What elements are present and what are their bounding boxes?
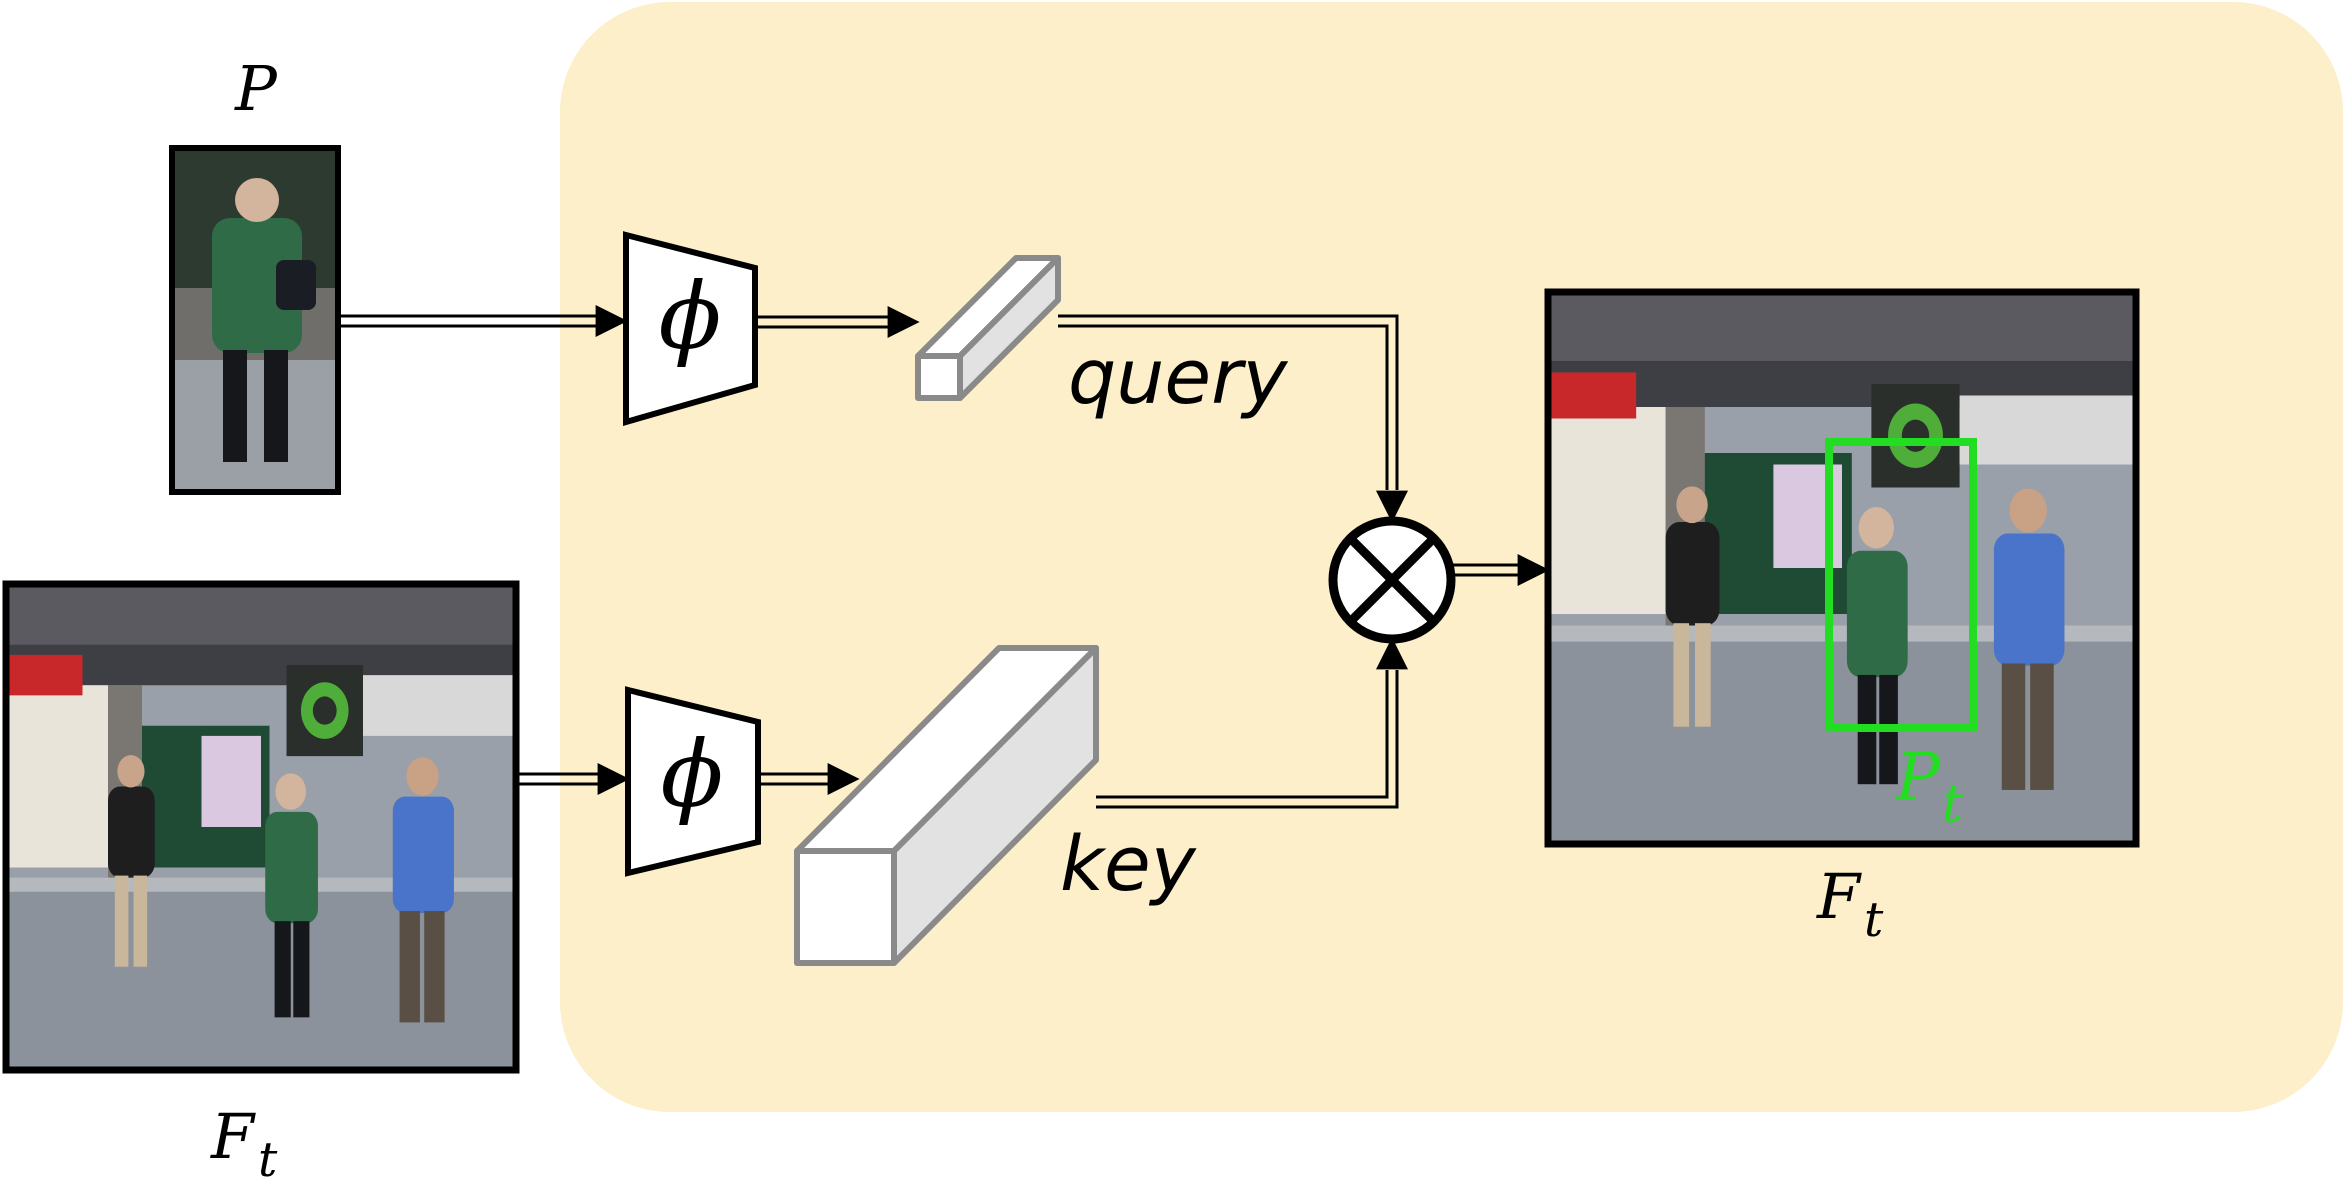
output-frame-label: F — [1816, 860, 1862, 933]
arrow-encoder-to-key — [758, 772, 828, 786]
arrow-operator-to-output — [1451, 563, 1520, 577]
encoder-bottom: ϕ — [625, 686, 761, 877]
key-label: key — [1060, 819, 1197, 908]
output-frame-subscript: t — [1864, 892, 1884, 948]
detection-subscript: t — [1942, 775, 1963, 835]
encoder-top: ϕ — [623, 231, 758, 426]
key-feature-block — [794, 645, 1099, 966]
input-frame-label: F — [210, 1100, 256, 1173]
output-frame-image — [1544, 288, 2140, 848]
detection-label: P — [1895, 739, 1942, 816]
otimes-icon — [1328, 516, 1456, 644]
arrow-frame-to-encoder — [516, 772, 600, 786]
phi-top-label: ϕ — [659, 263, 722, 370]
input-frame-subscript: t — [258, 1132, 278, 1188]
arrow-key-to-operator — [1096, 670, 1399, 809]
template-image — [169, 145, 341, 495]
template-label: P — [234, 52, 278, 125]
query-feature-block — [915, 255, 1061, 401]
phi-bottom-label: ϕ — [661, 721, 724, 828]
arrow-encoder-to-query — [755, 315, 890, 329]
query-label: query — [1068, 332, 1288, 421]
detection-box — [1825, 438, 1977, 732]
input-frame-image — [2, 580, 520, 1074]
arrow-query-to-operator — [1058, 314, 1399, 490]
arrows — [338, 305, 1550, 809]
arrow-template-to-encoder — [338, 314, 600, 328]
